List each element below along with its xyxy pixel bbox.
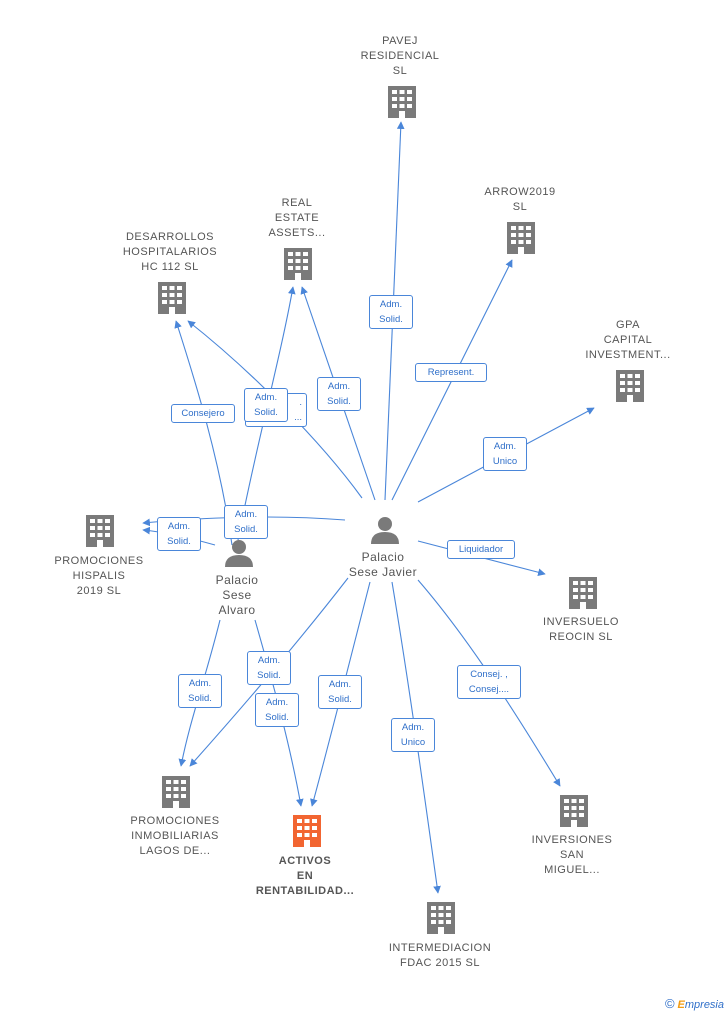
building-icon-activos[interactable] <box>293 815 321 847</box>
edge-label-gpa: Adm. Unico <box>483 437 527 471</box>
building-icon-desarrollos[interactable] <box>158 282 186 314</box>
brand-logo-name: mpresia <box>684 999 724 1011</box>
edge-label-sanmiguel: Consej. , Consej.... <box>457 665 521 699</box>
company-label-arrow[interactable]: ARROW2019 SL <box>484 186 556 213</box>
edge-label-alvaro-activos: Adm. Solid. <box>255 693 299 727</box>
company-label-gpa[interactable]: GPA CAPITAL INVESTMENT... <box>585 319 671 361</box>
edge-label-javier-hispalis: Adm. Solid. <box>224 505 268 539</box>
copyright-symbol: © <box>664 996 675 1011</box>
building-icon-gpa[interactable] <box>616 370 644 402</box>
edge-label-fdac: Adm. Unico <box>391 718 435 752</box>
person-icon-javier[interactable] <box>371 517 399 544</box>
brand-logo-initial: E <box>677 999 685 1011</box>
edge-label-alvaro-hispalis: Adm. Solid. <box>157 517 201 551</box>
edge-label-realestate: Adm. Solid. <box>317 377 361 411</box>
footer-brand: ©Empresia <box>665 996 724 1011</box>
person-label-javier[interactable]: Palacio Sese Javier <box>348 550 418 579</box>
building-icon-realestate[interactable] <box>284 248 312 280</box>
building-icon-lagos[interactable] <box>162 776 190 808</box>
company-label-inversuelo[interactable]: INVERSUELO REOCIN SL <box>543 616 619 643</box>
company-label-fdac[interactable]: INTERMEDIACION FDAC 2015 SL <box>388 942 492 969</box>
company-label-sanmiguel[interactable]: INVERSIONES SAN MIGUEL... <box>531 834 613 876</box>
building-icon-fdac[interactable] <box>427 902 455 934</box>
company-label-lagos[interactable]: PROMOCIONES INMOBILIARIAS LAGOS DE... <box>130 815 220 857</box>
company-label-hispalis[interactable]: PROMOCIONES HISPALIS 2019 SL <box>54 555 144 597</box>
company-label-desarrollos[interactable]: DESARROLLOS HOSPITALARIOS HC 112 SL <box>122 231 218 273</box>
building-icon-pavej[interactable] <box>388 86 416 118</box>
edge-label-javier-lagos: Adm. Solid. <box>247 651 291 685</box>
building-icon-arrow[interactable] <box>507 222 535 254</box>
company-label-pavej[interactable]: PAVEJ RESIDENCIAL SL <box>360 35 440 77</box>
person-icon-alvaro[interactable] <box>225 540 253 567</box>
edge-label-pavej: Adm. Solid. <box>369 295 413 329</box>
edge-label-javier-activos: Adm. Solid. <box>318 675 362 709</box>
edge-label-alvaro-realestate: Adm. Solid. <box>244 388 288 422</box>
edge-label-alvaro-lagos: Adm. Solid. <box>178 674 222 708</box>
building-icon-hispalis[interactable] <box>86 515 114 547</box>
company-label-realestate[interactable]: REAL ESTATE ASSETS... <box>268 197 326 239</box>
person-label-alvaro[interactable]: Palacio Sese Alvaro <box>215 573 259 617</box>
building-icon-sanmiguel[interactable] <box>560 795 588 827</box>
edge-label-inversuelo: Liquidador <box>447 540 515 559</box>
company-label-activos[interactable]: ACTIVOS EN RENTABILIDAD... <box>255 855 355 897</box>
building-icon-inversuelo[interactable] <box>569 577 597 609</box>
edge-label-arrow: Represent. <box>415 363 487 382</box>
edge-label-consejero: Consejero <box>171 404 235 423</box>
